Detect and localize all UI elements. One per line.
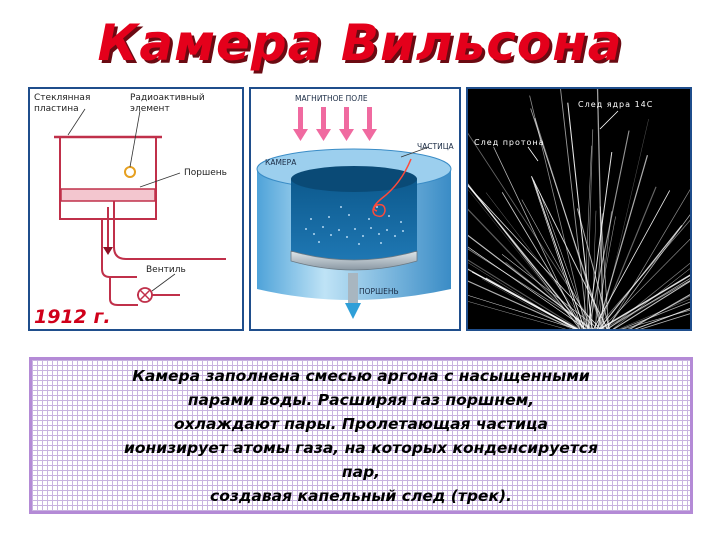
description-line: пар,	[124, 460, 598, 484]
magnetic-field-arrows	[293, 107, 377, 141]
tracks-svg: След ядра 14C След протона	[468, 89, 690, 329]
particle-track-line	[468, 164, 588, 329]
description-box: Камера заполнена смесью аргона с насыщен…	[29, 357, 693, 514]
label-radioactive-1: Радиоактивный	[130, 93, 205, 103]
year-label: 1912 г.	[34, 306, 111, 328]
particle-track-line	[568, 103, 593, 329]
description-line: Камера заполнена смесью аргона с насыщен…	[124, 364, 598, 388]
description-line: парами воды. Расширяя газ поршнем,	[124, 388, 598, 412]
radioactive-source	[125, 167, 135, 177]
label-glass-plate-1: Стеклянная	[34, 93, 90, 103]
description-text: Камера заполнена смесью аргона с насыщен…	[112, 364, 610, 508]
chamber-illustration: МАГНИТНОЕ ПОЛЕ ЧАСТИЦА КАМЕРА ПОРШЕНЬ	[249, 87, 461, 331]
down-arrow	[103, 247, 113, 255]
description-line: охлаждают пары. Пролетающая частица	[124, 412, 598, 436]
label-chamber: КАМЕРА	[265, 158, 297, 167]
label-proton-track: След протона	[474, 138, 545, 147]
label-particle: ЧАСТИЦА	[417, 142, 455, 151]
page-title: Камера Вильсона	[0, 14, 720, 72]
particle-track-line	[468, 242, 597, 329]
piston-arrow	[345, 303, 361, 319]
track-photograph: След ядра 14C След протона	[466, 87, 692, 331]
label-nucleus-track: След ядра 14C	[578, 100, 653, 109]
label-glass-plate-2: пластина	[34, 104, 79, 114]
particle-track-line	[601, 105, 690, 329]
description-line: ионизирует атомы газа, на которых конден…	[124, 436, 598, 460]
label-piston-mid: ПОРШЕНЬ	[359, 287, 399, 296]
label-radioactive-2: элемент	[130, 104, 170, 114]
schematic-svg: Стеклянная пластина Радиоактивный элемен…	[30, 89, 242, 329]
label-magnetic-field: МАГНИТНОЕ ПОЛЕ	[295, 94, 368, 103]
piston-block	[61, 189, 155, 201]
label-valve: Вентиль	[146, 265, 186, 275]
chamber-svg: МАГНИТНОЕ ПОЛЕ ЧАСТИЦА КАМЕРА ПОРШЕНЬ	[251, 89, 459, 329]
schematic-diagram: Стеклянная пластина Радиоактивный элемен…	[28, 87, 244, 331]
label-piston: Поршень	[184, 168, 227, 178]
particle-track-line	[535, 118, 605, 329]
description-line: создавая капельный след (трек).	[124, 484, 598, 508]
particle-track-line	[494, 147, 585, 329]
